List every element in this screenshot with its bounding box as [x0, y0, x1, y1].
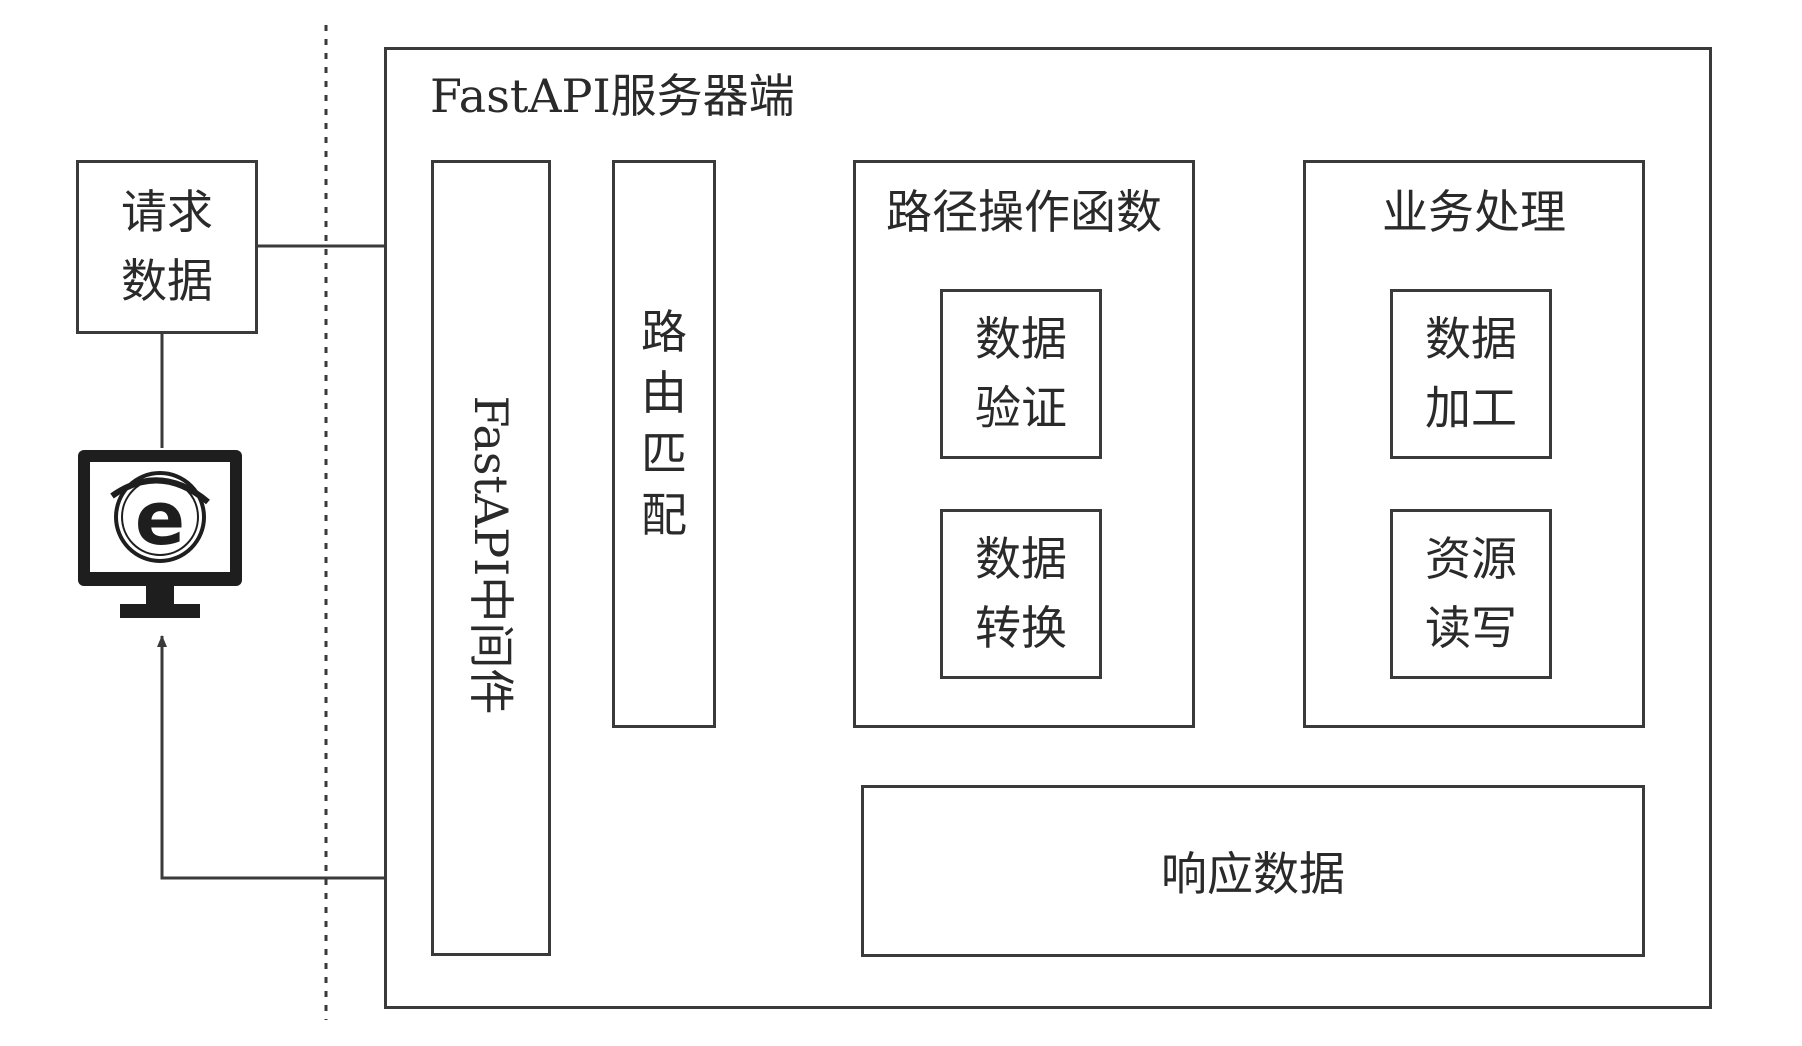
ie-browser-icon: e	[110, 471, 210, 563]
data-validation-box: 数据 验证	[940, 289, 1102, 459]
path-op-title: 路径操作函数	[886, 185, 1162, 239]
request-data-box: 请求 数据	[76, 160, 258, 334]
middleware-label: FastAPI中间件	[464, 395, 518, 715]
process-line2: 加工	[1425, 381, 1517, 435]
business-title: 业务处理	[1382, 185, 1566, 239]
server-title: FastAPI服务器端	[430, 69, 795, 123]
resource-line2: 读写	[1425, 601, 1517, 655]
arrow-middleware-to-client	[157, 635, 430, 880]
response-data-box: 响应数据	[861, 785, 1645, 957]
convert-line1: 数据	[975, 532, 1067, 586]
middleware-box: FastAPI中间件	[431, 160, 551, 956]
convert-line2: 转换	[975, 601, 1067, 655]
resource-rw-box: 资源 读写	[1390, 509, 1552, 679]
request-data-line1: 请求	[121, 185, 213, 239]
routing-label: 路由匹配	[641, 304, 687, 543]
resource-line1: 资源	[1425, 532, 1517, 586]
data-conversion-box: 数据 转换	[940, 509, 1102, 679]
validate-line2: 验证	[975, 381, 1067, 435]
response-label: 响应数据	[1161, 847, 1345, 901]
routing-box: 路由匹配	[612, 160, 716, 728]
data-processing-box: 数据 加工	[1390, 289, 1552, 459]
process-line1: 数据	[1425, 312, 1517, 366]
request-data-line2: 数据	[121, 254, 213, 308]
svg-text:e: e	[135, 476, 185, 562]
client-monitor-icon: e	[76, 448, 244, 620]
validate-line1: 数据	[975, 312, 1067, 366]
